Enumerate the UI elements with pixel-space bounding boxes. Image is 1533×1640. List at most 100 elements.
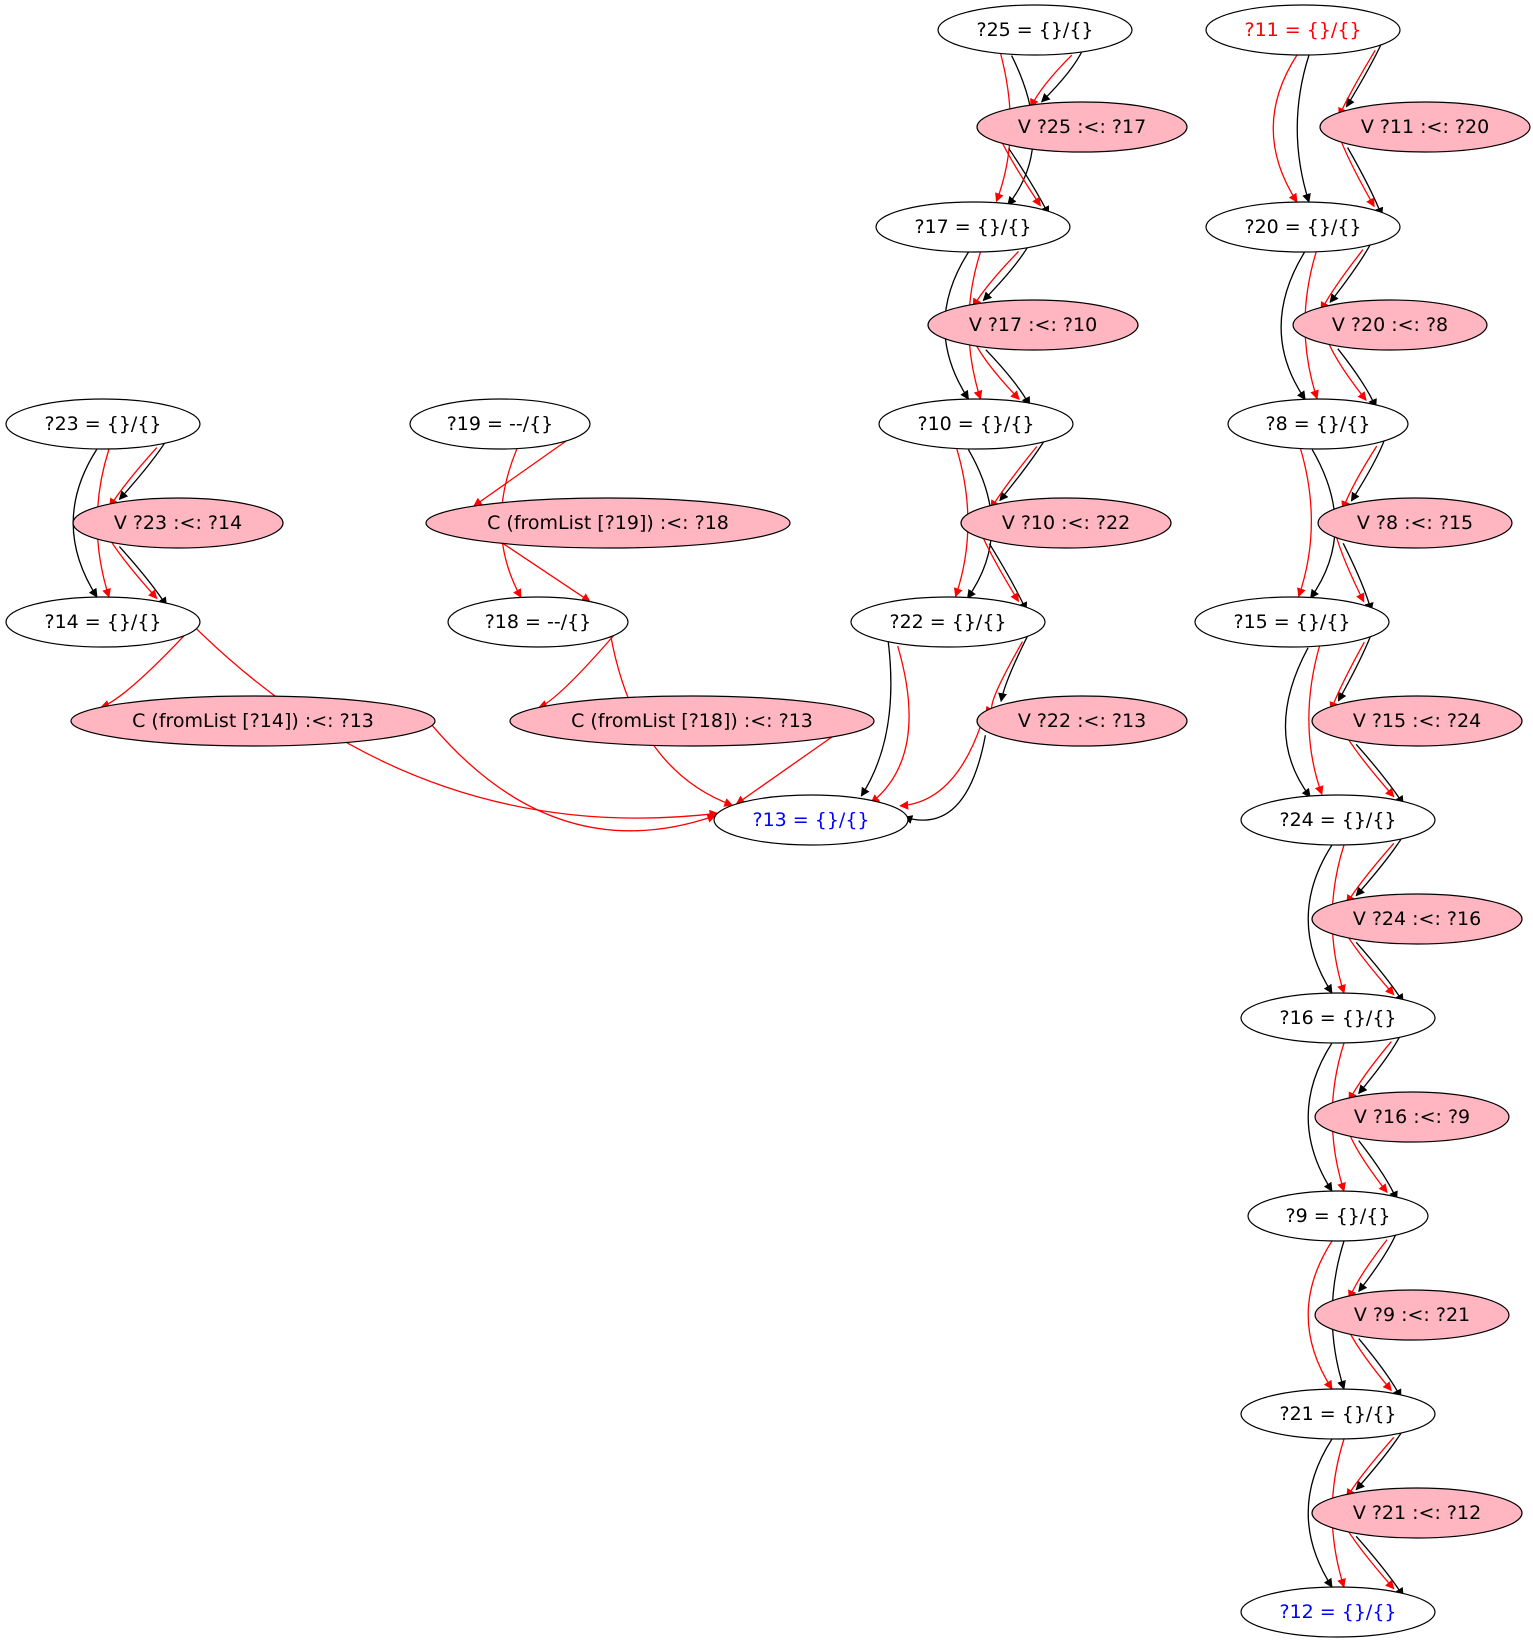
- node-shape: [425, 497, 791, 549]
- edge-c9_21-to-n21-black: [1358, 1338, 1402, 1399]
- node-label: ?19 = --/{}: [447, 413, 554, 435]
- node-shape: [1194, 596, 1390, 648]
- edge-n9-to-c9_21-black: [1358, 1232, 1398, 1293]
- edge: [1307, 1438, 1333, 1588]
- node-shape: [5, 398, 201, 450]
- constraint-node: V ?10 :<: ?22: [960, 497, 1172, 549]
- edge: [990, 446, 1038, 510]
- constraint-node: V ?22 :<: ?13: [976, 695, 1188, 747]
- node-shape: [409, 398, 591, 450]
- edge: [1355, 1429, 1404, 1491]
- node-label: V ?9 :<: ?21: [1354, 1304, 1470, 1326]
- node-shape: [70, 695, 436, 747]
- constraint-node: C (fromList [?19]) :<: ?18: [425, 497, 791, 549]
- node-shape: [1319, 101, 1531, 153]
- edge: [118, 439, 167, 501]
- node-label: ?9 = {}/{}: [1286, 1205, 1391, 1227]
- node-label: ?15 = {}/{}: [1233, 611, 1350, 633]
- edge: [899, 723, 982, 810]
- edge-n24-to-n16-black: [1307, 844, 1333, 994]
- edge-n14-to-n13-red: [195, 628, 719, 819]
- edge-n16-to-c16_9-black: [1358, 1034, 1402, 1095]
- edge: [972, 251, 1019, 308]
- edge-c23_14-to-n14-red: [109, 538, 158, 600]
- edge-n20-to-c20_8-black: [1329, 241, 1373, 304]
- edge-c8_15-to-n15-red: [1335, 533, 1365, 603]
- edge: [988, 543, 1028, 612]
- edge: [1346, 1436, 1395, 1498]
- variable-node: ?11 = {}/{}: [1205, 4, 1401, 56]
- node-label: ?16 = {}/{}: [1279, 1007, 1396, 1029]
- node-label: C (fromList [?14]) :<: ?13: [132, 710, 374, 732]
- edge: [1307, 1240, 1333, 1390]
- variable-node: ?19 = --/{}: [409, 398, 591, 450]
- variable-node: ?23 = {}/{}: [5, 398, 201, 450]
- node-shape: [1205, 201, 1401, 253]
- node-shape: [927, 299, 1139, 351]
- edge-n23-to-c23_14-black: [118, 439, 167, 501]
- edge: [870, 645, 910, 804]
- edge-n20-to-c20_8-red: [1320, 249, 1364, 312]
- edge-n23-to-c23_14-red: [109, 447, 158, 508]
- edge-c11_20-to-n20-red: [1339, 137, 1375, 208]
- node-shape: [875, 201, 1071, 253]
- constraint-node: C (fromList [?18]) :<: ?13: [509, 695, 875, 747]
- node-shape: [850, 596, 1046, 648]
- edge: [1280, 252, 1306, 401]
- node-label: C (fromList [?18]) :<: ?13: [571, 710, 813, 732]
- variable-node: ?8 = {}/{}: [1227, 398, 1409, 450]
- edge-n18-to-cf18_13-red: [538, 635, 615, 709]
- edge: [1307, 844, 1333, 994]
- constraint-node: V ?8 :<: ?15: [1317, 497, 1513, 549]
- node-shape: [1240, 794, 1436, 846]
- variable-node: ?9 = {}/{}: [1247, 1190, 1429, 1242]
- edge: [1347, 147, 1384, 217]
- constraint-node: V ?25 :<: ?17: [976, 101, 1188, 153]
- variable-node: ?21 = {}/{}: [1240, 1388, 1436, 1440]
- edge: [860, 639, 892, 797]
- node-label: ?12 = {}/{}: [1279, 1601, 1396, 1623]
- edge-n15-to-n24-red: [1308, 644, 1324, 796]
- edge: [1297, 447, 1312, 598]
- node-shape: [1227, 398, 1409, 450]
- edge: [1355, 1535, 1404, 1597]
- edge-c21_12-to-n12-red: [1346, 1528, 1395, 1590]
- node-label: V ?24 :<: ?16: [1353, 908, 1481, 930]
- edge: [1040, 49, 1084, 103]
- node-shape: [1311, 695, 1523, 747]
- edge-n21-to-c21_12-red: [1346, 1436, 1395, 1498]
- edge-n10-to-c10_22-red: [990, 446, 1038, 510]
- node-label: ?11 = {}/{}: [1244, 19, 1361, 41]
- nodes-layer: ?25 = {}/{}V ?25 :<: ?17?17 = {}/{}V ?17…: [5, 4, 1531, 1638]
- edge: [1327, 341, 1367, 402]
- edge-n22-to-n13-red: [870, 645, 910, 804]
- constraint-node: V ?20 :<: ?8: [1292, 299, 1488, 351]
- edge: [903, 735, 987, 824]
- node-label: ?23 = {}/{}: [44, 413, 161, 435]
- edge-c16_9-to-n9-black: [1358, 1140, 1398, 1201]
- edge-n9-to-n21-red: [1307, 1240, 1333, 1390]
- edge-c8_15-to-n15-black: [1342, 543, 1374, 612]
- node-label: V ?10 :<: ?22: [1002, 512, 1130, 534]
- edge-n16-to-n9-black: [1307, 1042, 1333, 1192]
- edge-n10-to-c10_22-black: [999, 438, 1047, 502]
- node-shape: [1240, 1586, 1436, 1638]
- node-label: V ?17 :<: ?10: [969, 314, 1097, 336]
- edge-cf18_13-to-n13-red: [735, 736, 833, 805]
- node-shape: [447, 596, 629, 648]
- constraint-node: V ?9 :<: ?21: [1314, 1289, 1510, 1341]
- node-label: V ?8 :<: ?15: [1357, 512, 1473, 534]
- edge: [1335, 533, 1365, 603]
- edge: [195, 628, 719, 819]
- edge-n21-to-n12-black: [1307, 1438, 1333, 1588]
- constraint-node: V ?23 :<: ?14: [72, 497, 284, 549]
- constraint-node: C (fromList [?14]) :<: ?13: [70, 695, 436, 747]
- edge-n17-to-c17_10-black: [982, 244, 1030, 302]
- edge: [473, 440, 567, 507]
- edge-n25-to-c25_17-red: [1030, 54, 1073, 108]
- edge: [109, 447, 158, 508]
- edge-c11_20-to-n20-black: [1347, 147, 1384, 217]
- edge: [1346, 934, 1395, 996]
- node-label: ?24 = {}/{}: [1279, 809, 1396, 831]
- edge: [1339, 137, 1375, 208]
